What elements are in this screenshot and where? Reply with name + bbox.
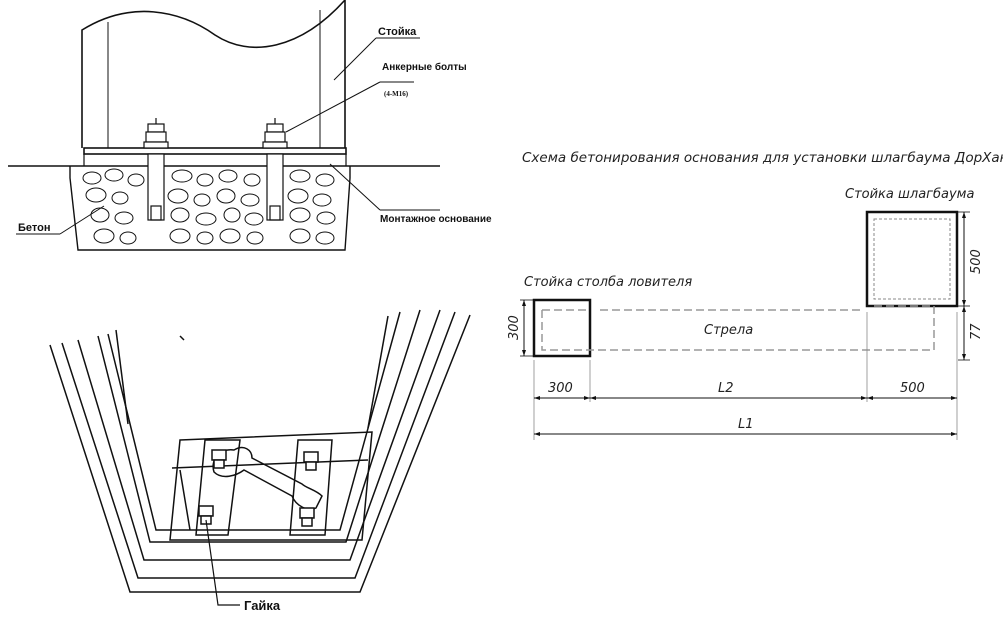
- dim-l2: L2: [718, 381, 734, 396]
- anchor-bolt-left: [143, 118, 169, 221]
- label-nut: Гайка: [244, 598, 281, 613]
- label-anchor-bolts: Анкерные болты: [382, 61, 467, 73]
- label-concrete: Бетон: [18, 222, 50, 234]
- dim-stand-width: 500: [900, 381, 925, 396]
- nut-group: [198, 449, 319, 527]
- gravel-stones: [82, 168, 336, 245]
- dim-offset: 77: [969, 323, 984, 340]
- clamp-plate: [195, 439, 241, 536]
- label-boom: Стрела: [704, 323, 753, 338]
- base-plate: [83, 147, 347, 155]
- stand-body: [81, 0, 346, 148]
- dim-l1: L1: [738, 417, 754, 432]
- anchor-bolt-right: [262, 118, 288, 221]
- dim-catcher-width: 300: [548, 381, 573, 396]
- label-barrier-stand: Стойка шлагбаума: [845, 187, 974, 202]
- concrete-block: [69, 166, 351, 251]
- dim-stand-height: 500: [969, 249, 984, 274]
- anchor-section-drawing: [8, 0, 440, 251]
- scheme-title: Схема бетонирования основания для устано…: [522, 150, 1003, 166]
- label-catcher-post: Стойка столба ловителя: [524, 275, 692, 290]
- boom-outline: [541, 305, 935, 351]
- wrench-drawing: [49, 309, 471, 606]
- label-mount-base: Монтажное основание: [380, 214, 492, 225]
- catcher-post-base: [532, 298, 592, 358]
- scheme-drawing: [520, 210, 970, 440]
- label-bolt-spec: (4-M16): [384, 90, 409, 98]
- dim-catcher-height: 300: [507, 315, 522, 340]
- barrier-stand-base: [865, 210, 959, 308]
- label-stand: Стойка: [378, 26, 417, 38]
